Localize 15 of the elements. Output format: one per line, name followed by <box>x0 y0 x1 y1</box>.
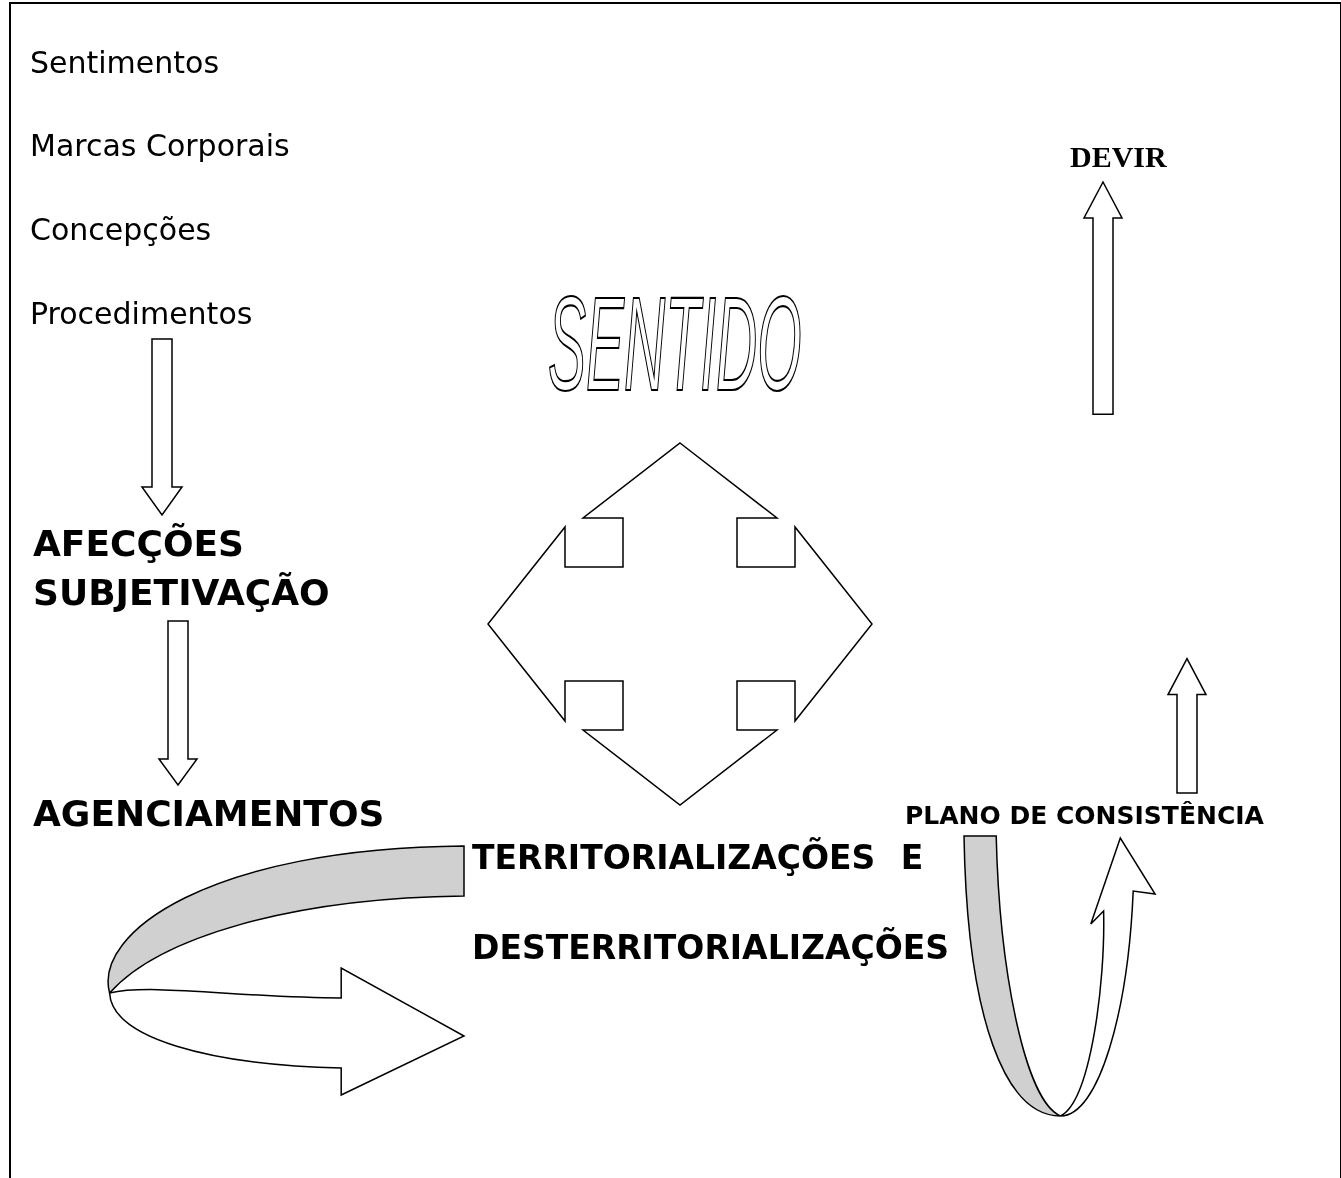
list-item: Marcas Corporais <box>30 128 290 163</box>
block-arrow <box>1082 180 1208 794</box>
outlined-title: SENTIDO <box>548 268 802 420</box>
concept-heading: SUBJETIVAÇÃO <box>33 572 330 613</box>
list-item: Procedimentos <box>30 296 253 331</box>
concept-label: DEVIR <box>1070 140 1167 174</box>
block-arrow <box>157 620 199 787</box>
concept-heading: AFECÇÕES <box>33 523 244 564</box>
list-item: Sentimentos <box>30 45 220 80</box>
block-arrow <box>140 338 184 517</box>
concept-label: PLANO DE CONSISTÊNCIA <box>905 801 1264 830</box>
concept-heading: DESTERRITORIALIZAÇÕES <box>472 928 949 967</box>
concept-heading: AGENCIAMENTOS <box>33 793 385 834</box>
concept-heading: TERRITORIALIZAÇÕES E <box>472 838 924 877</box>
list-item: Concepções <box>30 212 212 247</box>
